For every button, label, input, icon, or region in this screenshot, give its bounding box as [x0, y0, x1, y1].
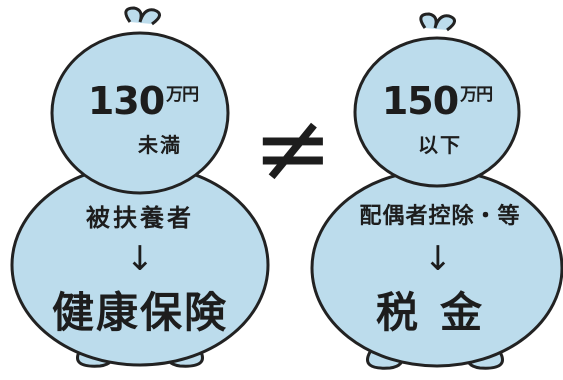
right-amount-value: 150	[381, 79, 459, 123]
left-amount-unit: 万円	[166, 85, 199, 106]
right-figure	[310, 12, 563, 370]
left-result: 健康保険	[51, 288, 228, 337]
right-label: 配偶者控除・等	[359, 204, 521, 229]
right-qualifier: 以下	[418, 133, 462, 157]
left-hair-icon	[124, 6, 161, 26]
left-figure	[10, 6, 270, 368]
not-equal-icon: ≠	[252, 92, 334, 204]
right-result: 税金	[375, 288, 504, 337]
left-head	[50, 31, 230, 195]
right-hair-icon	[419, 12, 456, 32]
left-arrow-icon: ↓	[125, 239, 155, 279]
left-qualifier: 未満	[138, 133, 182, 157]
right-head	[353, 36, 521, 188]
left-label: 被扶養者	[86, 204, 194, 232]
right-arrow-icon: ↓	[423, 239, 453, 279]
right-amount-unit: 万円	[460, 85, 493, 106]
left-amount-value: 130	[87, 79, 165, 123]
